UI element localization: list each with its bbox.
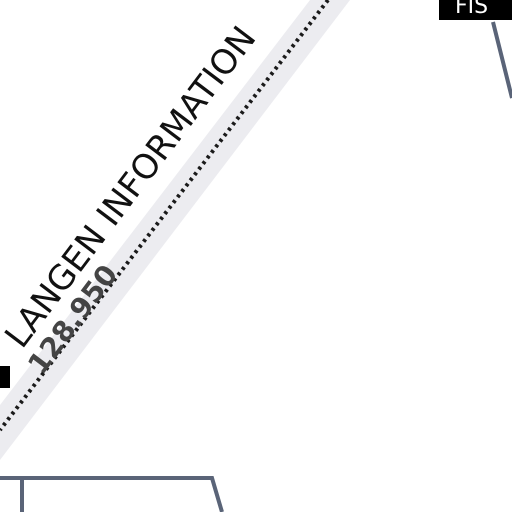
fir-label-marker [0, 366, 10, 388]
airspace-boundary-right [491, 21, 512, 99]
fis-label-box [439, 0, 512, 20]
fis-label: FIS [455, 0, 488, 19]
fir-boundary-line [0, 0, 330, 432]
fir-boundary-band [0, 0, 350, 460]
fir-name-label: LANGEN INFORMATION [0, 19, 264, 355]
airspace-boundary-bottom [0, 476, 224, 512]
